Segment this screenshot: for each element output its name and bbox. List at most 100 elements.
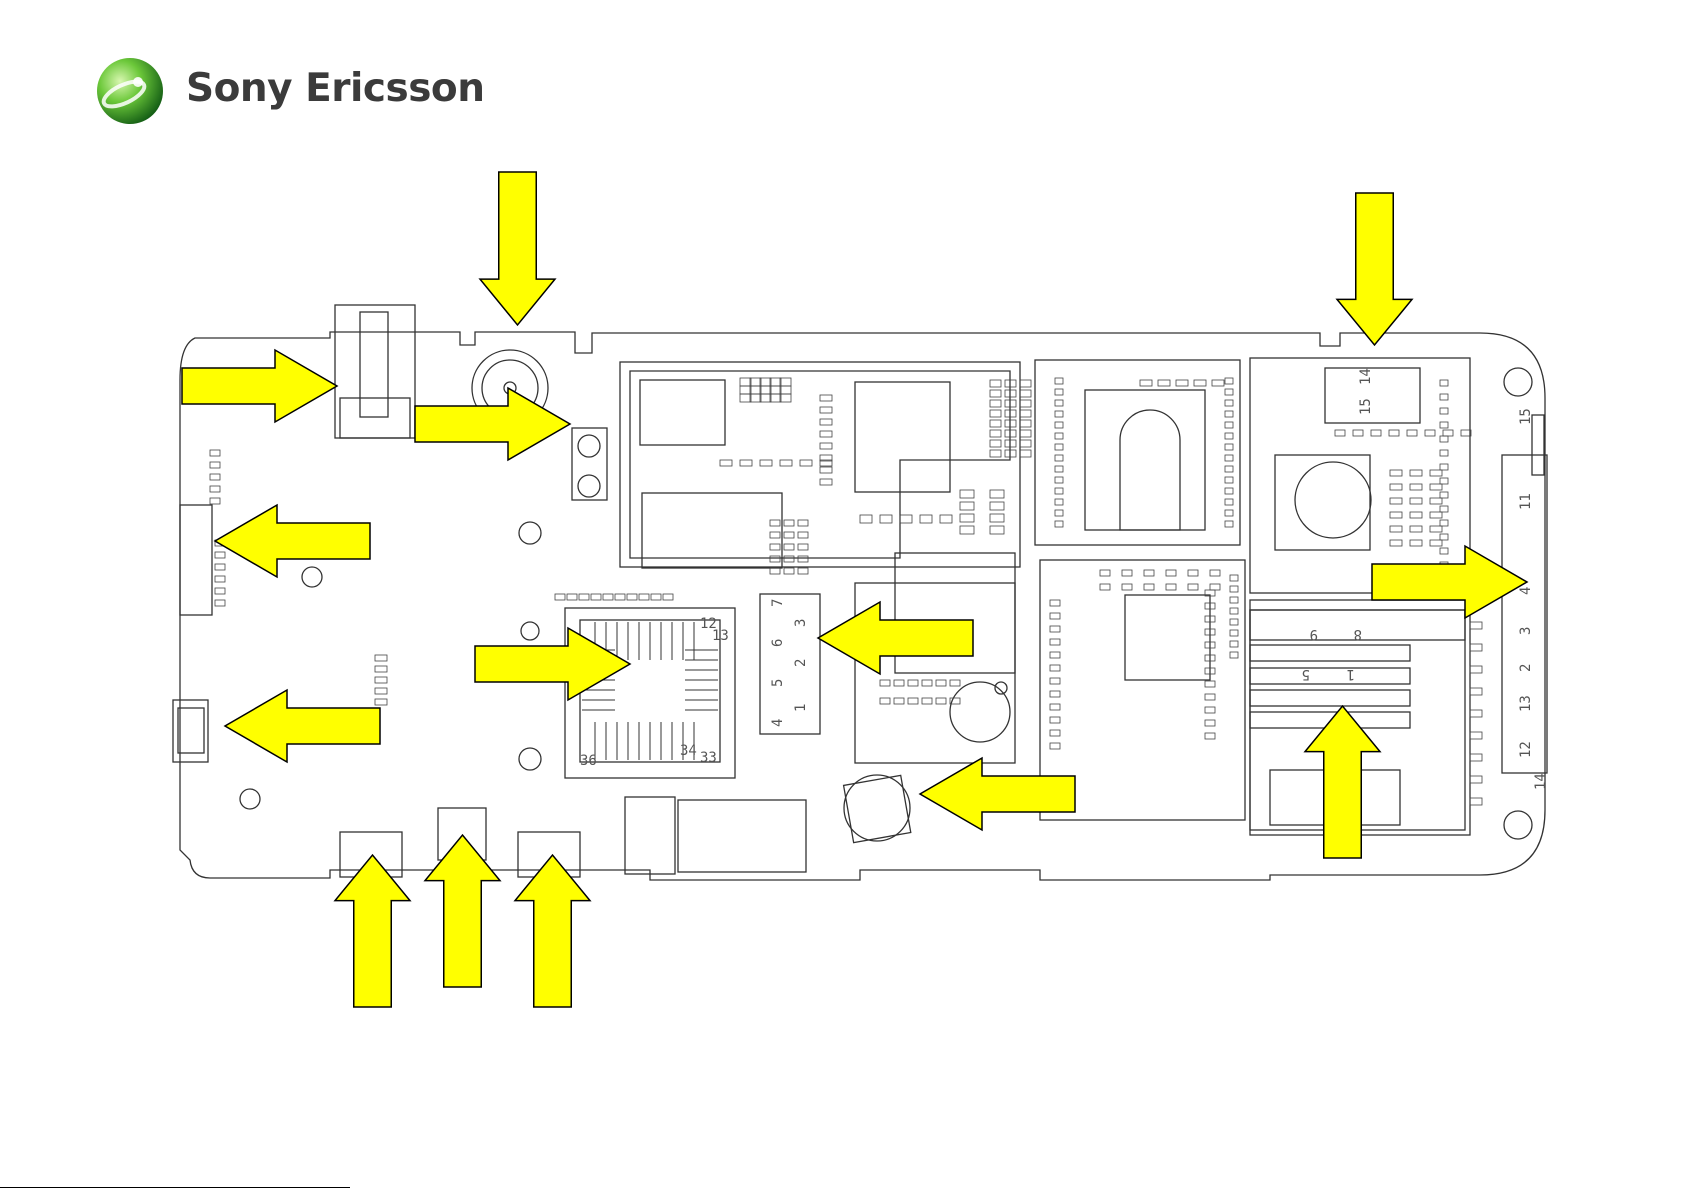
smd-component: [894, 680, 904, 686]
smd-component: [1205, 681, 1215, 687]
smd-component: [900, 515, 912, 523]
smd-component: [820, 395, 832, 401]
smd-component: [1100, 584, 1110, 590]
smd-component: [1020, 390, 1031, 397]
memory-pin-label: 3: [793, 619, 809, 627]
smd-component: [1205, 733, 1215, 739]
smd-component: [1430, 498, 1442, 504]
smd-component: [1440, 520, 1448, 526]
arrow-right-connector: [1372, 546, 1527, 618]
smd-component: [591, 594, 601, 600]
smd-component: [760, 460, 772, 466]
smd-component: [960, 526, 974, 534]
arrow-bottom-2: [425, 835, 500, 987]
smd-component: [990, 420, 1001, 427]
smd-component: [1055, 488, 1063, 494]
smd-component: [1055, 422, 1063, 428]
smd-component: [1440, 422, 1448, 428]
arrow-cpu-chip: [475, 628, 630, 700]
smd-component: [990, 502, 1004, 510]
smd-component: [770, 556, 780, 562]
arrow-top-antenna: [480, 172, 555, 325]
smd-component: [990, 490, 1004, 498]
smd-component: [215, 564, 225, 570]
battery-pin-label: 5: [1302, 666, 1310, 682]
smd-component: [1230, 575, 1238, 581]
smd-component: [1389, 430, 1399, 436]
smd-component: [780, 378, 791, 386]
smd-component: [1055, 466, 1063, 472]
smd-component: [1230, 597, 1238, 603]
smd-component: [960, 514, 974, 522]
smd-component: [1470, 688, 1482, 695]
smd-component: [1050, 678, 1060, 684]
smd-component: [740, 394, 751, 402]
smd-component: [1122, 584, 1132, 590]
memory-pin-label: 7: [770, 599, 786, 607]
keypad-pin-label: 14: [1533, 773, 1549, 790]
smd-component: [1440, 408, 1448, 414]
smd-component: [1390, 470, 1402, 476]
smd-component: [784, 544, 794, 550]
smd-component: [375, 655, 387, 661]
smd-component: [820, 419, 832, 425]
smd-component: [798, 544, 808, 550]
smd-component: [1443, 430, 1453, 436]
smd-component: [1425, 430, 1435, 436]
smd-component: [1470, 644, 1482, 651]
smd-component: [1205, 694, 1215, 700]
smd-component: [1055, 411, 1063, 417]
smd-component: [740, 378, 751, 386]
smd-component: [1225, 422, 1233, 428]
battery-pin-label: 9: [1310, 626, 1318, 642]
smd-component: [1440, 534, 1448, 540]
smd-component: [820, 467, 832, 473]
smd-component: [1055, 510, 1063, 516]
arrow-vibrator: [920, 758, 1075, 830]
smd-component: [990, 410, 1001, 417]
smd-component: [1470, 732, 1482, 739]
smd-component: [1122, 570, 1132, 576]
memory-pin-label: 5: [770, 679, 786, 687]
smd-component: [1225, 521, 1233, 527]
smd-component: [1055, 433, 1063, 439]
right-module-label: 14: [1358, 368, 1374, 385]
smd-component: [1230, 630, 1238, 636]
arrow-left-bottom-key: [225, 690, 380, 762]
smd-component: [990, 380, 1001, 387]
smd-component: [210, 462, 220, 468]
smd-component: [1166, 584, 1176, 590]
smd-component: [1225, 510, 1233, 516]
smd-component: [1020, 400, 1031, 407]
smd-component: [1210, 584, 1220, 590]
smd-component: [639, 594, 649, 600]
smd-component: [1050, 743, 1060, 749]
smd-component: [950, 680, 960, 686]
smd-component: [651, 594, 661, 600]
smd-component: [1158, 380, 1170, 386]
arrow-top-right-connector: [1337, 193, 1412, 345]
right-module-label: 15: [1358, 398, 1374, 415]
smd-component: [740, 386, 751, 394]
memory-pin-label: 1: [793, 704, 809, 712]
smd-component: [894, 698, 904, 704]
smd-component: [760, 394, 771, 402]
smd-component: [1020, 380, 1031, 387]
smd-component: [215, 600, 225, 606]
smd-component: [1430, 512, 1442, 518]
smd-component: [760, 378, 771, 386]
cpu-pin-label: 13: [712, 628, 729, 644]
smd-component: [1210, 570, 1220, 576]
smd-component: [1188, 570, 1198, 576]
smd-component: [880, 515, 892, 523]
smd-component: [210, 486, 220, 492]
smd-component: [1440, 436, 1448, 442]
smd-component: [1470, 666, 1482, 673]
smd-component: [1225, 433, 1233, 439]
smd-component: [1050, 691, 1060, 697]
smd-component: [800, 460, 812, 466]
keypad-pin-label: 3: [1518, 627, 1534, 635]
smd-component: [215, 588, 225, 594]
smd-component: [1020, 420, 1031, 427]
